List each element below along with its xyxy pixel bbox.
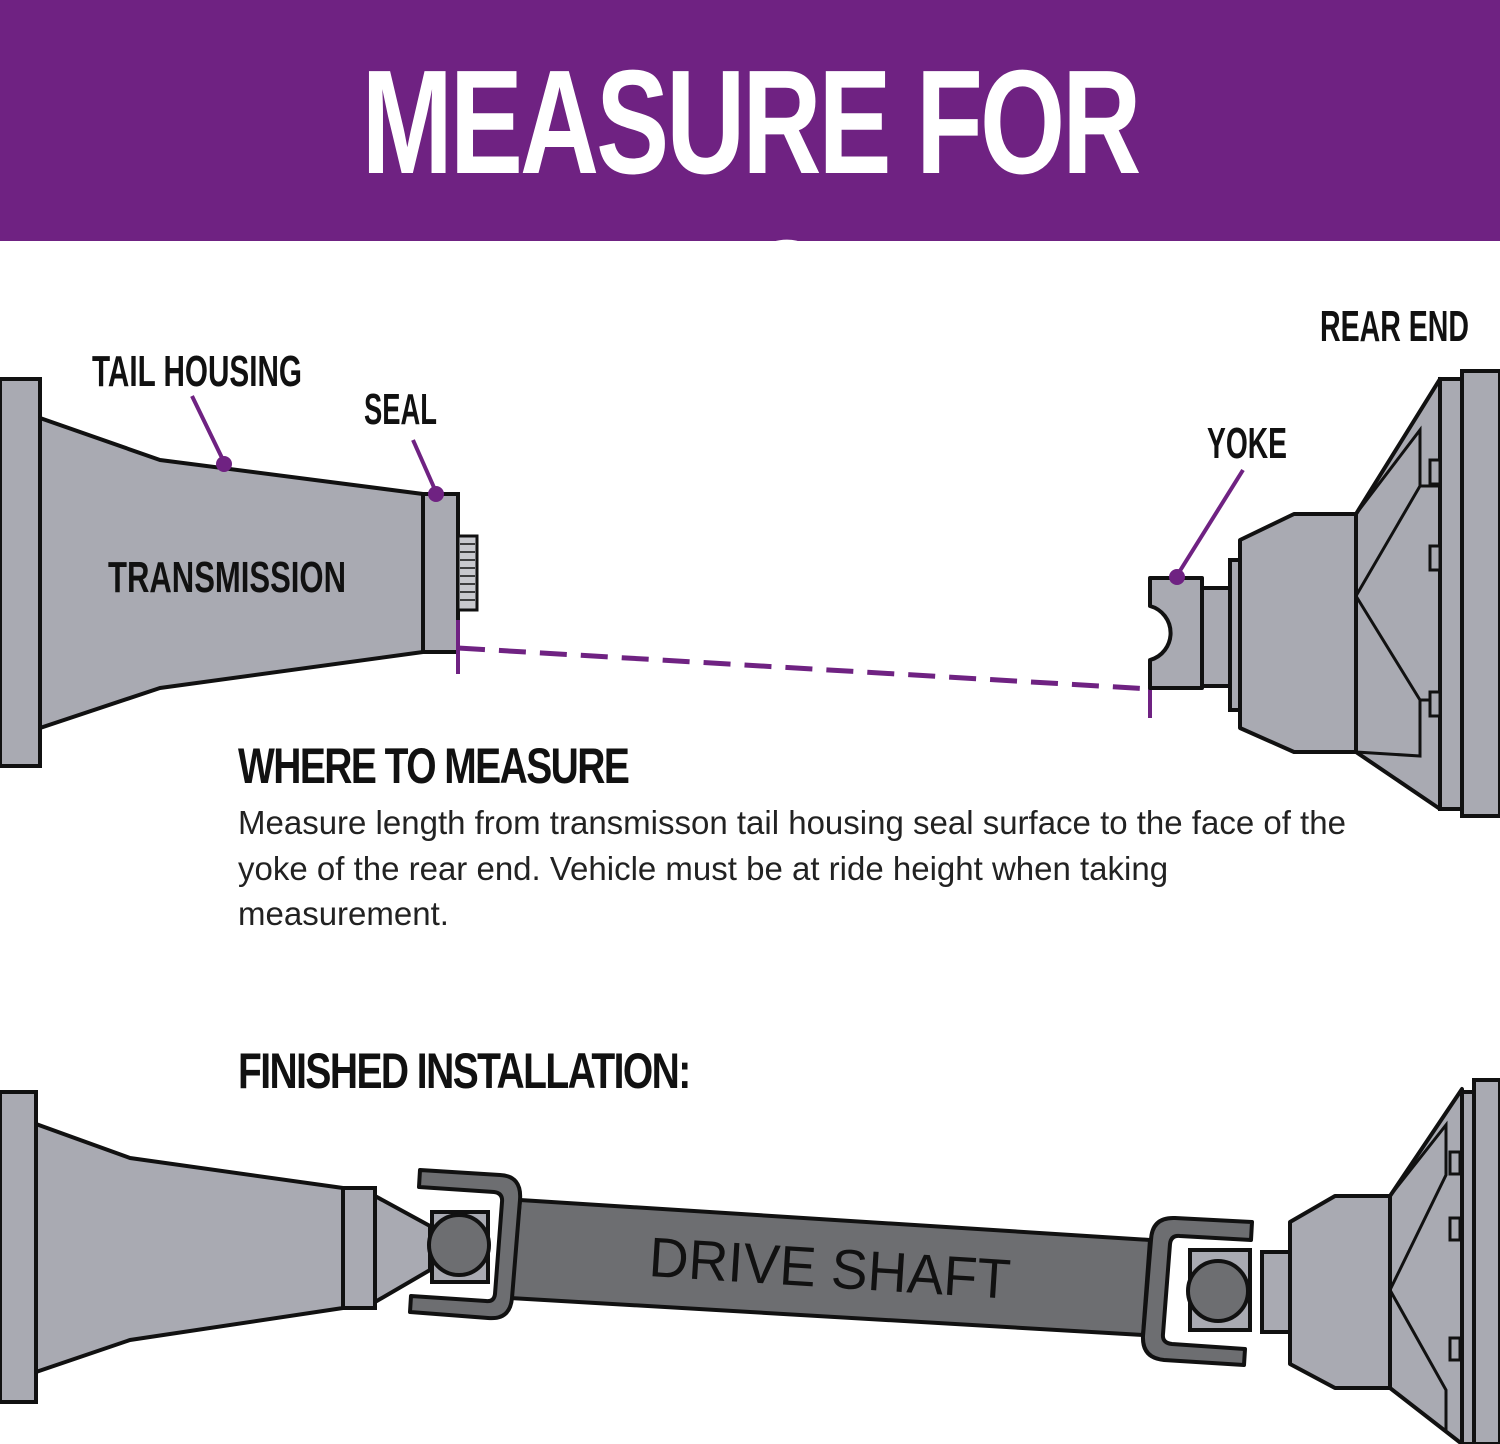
transmission-flange — [0, 377, 42, 768]
tail-housing-dot — [216, 456, 232, 472]
rear-end-bottom — [1260, 1078, 1500, 1444]
yoke-dot — [1169, 569, 1185, 585]
yoke-pointer — [1176, 468, 1245, 576]
tail-housing-pointer — [190, 395, 226, 463]
installed-seal — [341, 1186, 377, 1310]
where-to-measure-text: Measure length from transmisson tail hou… — [238, 804, 1346, 932]
rear-u-joint — [1140, 1215, 1254, 1367]
tail-housing-label: TAIL HOUSING — [92, 347, 302, 396]
seal-label: SEAL — [364, 385, 437, 434]
finished-installation-heading: FINISHED INSTALLATION: — [238, 1043, 691, 1099]
transmission-label: TRANSMISSION — [108, 553, 346, 602]
measurement-dashed-line — [457, 645, 1151, 692]
slip-yoke — [373, 1194, 432, 1304]
seal — [421, 492, 460, 654]
seal-pointer — [411, 439, 438, 493]
installed-transmission-body — [34, 1122, 345, 1374]
page-title: MEASURE FOR LENGTH — [361, 40, 1142, 375]
yoke-label: YOKE — [1207, 419, 1287, 468]
rear-end-label: REAR END — [1320, 302, 1469, 351]
front-u-joint — [408, 1168, 523, 1321]
seal-dot — [428, 486, 444, 502]
where-to-measure-heading: WHERE TO MEASURE — [238, 738, 630, 794]
rear-end-top — [1148, 369, 1500, 818]
output-shaft-splines — [456, 534, 479, 612]
title-banner: MEASURE FOR LENGTH — [0, 0, 1500, 375]
installed-transmission-flange — [0, 1090, 38, 1404]
